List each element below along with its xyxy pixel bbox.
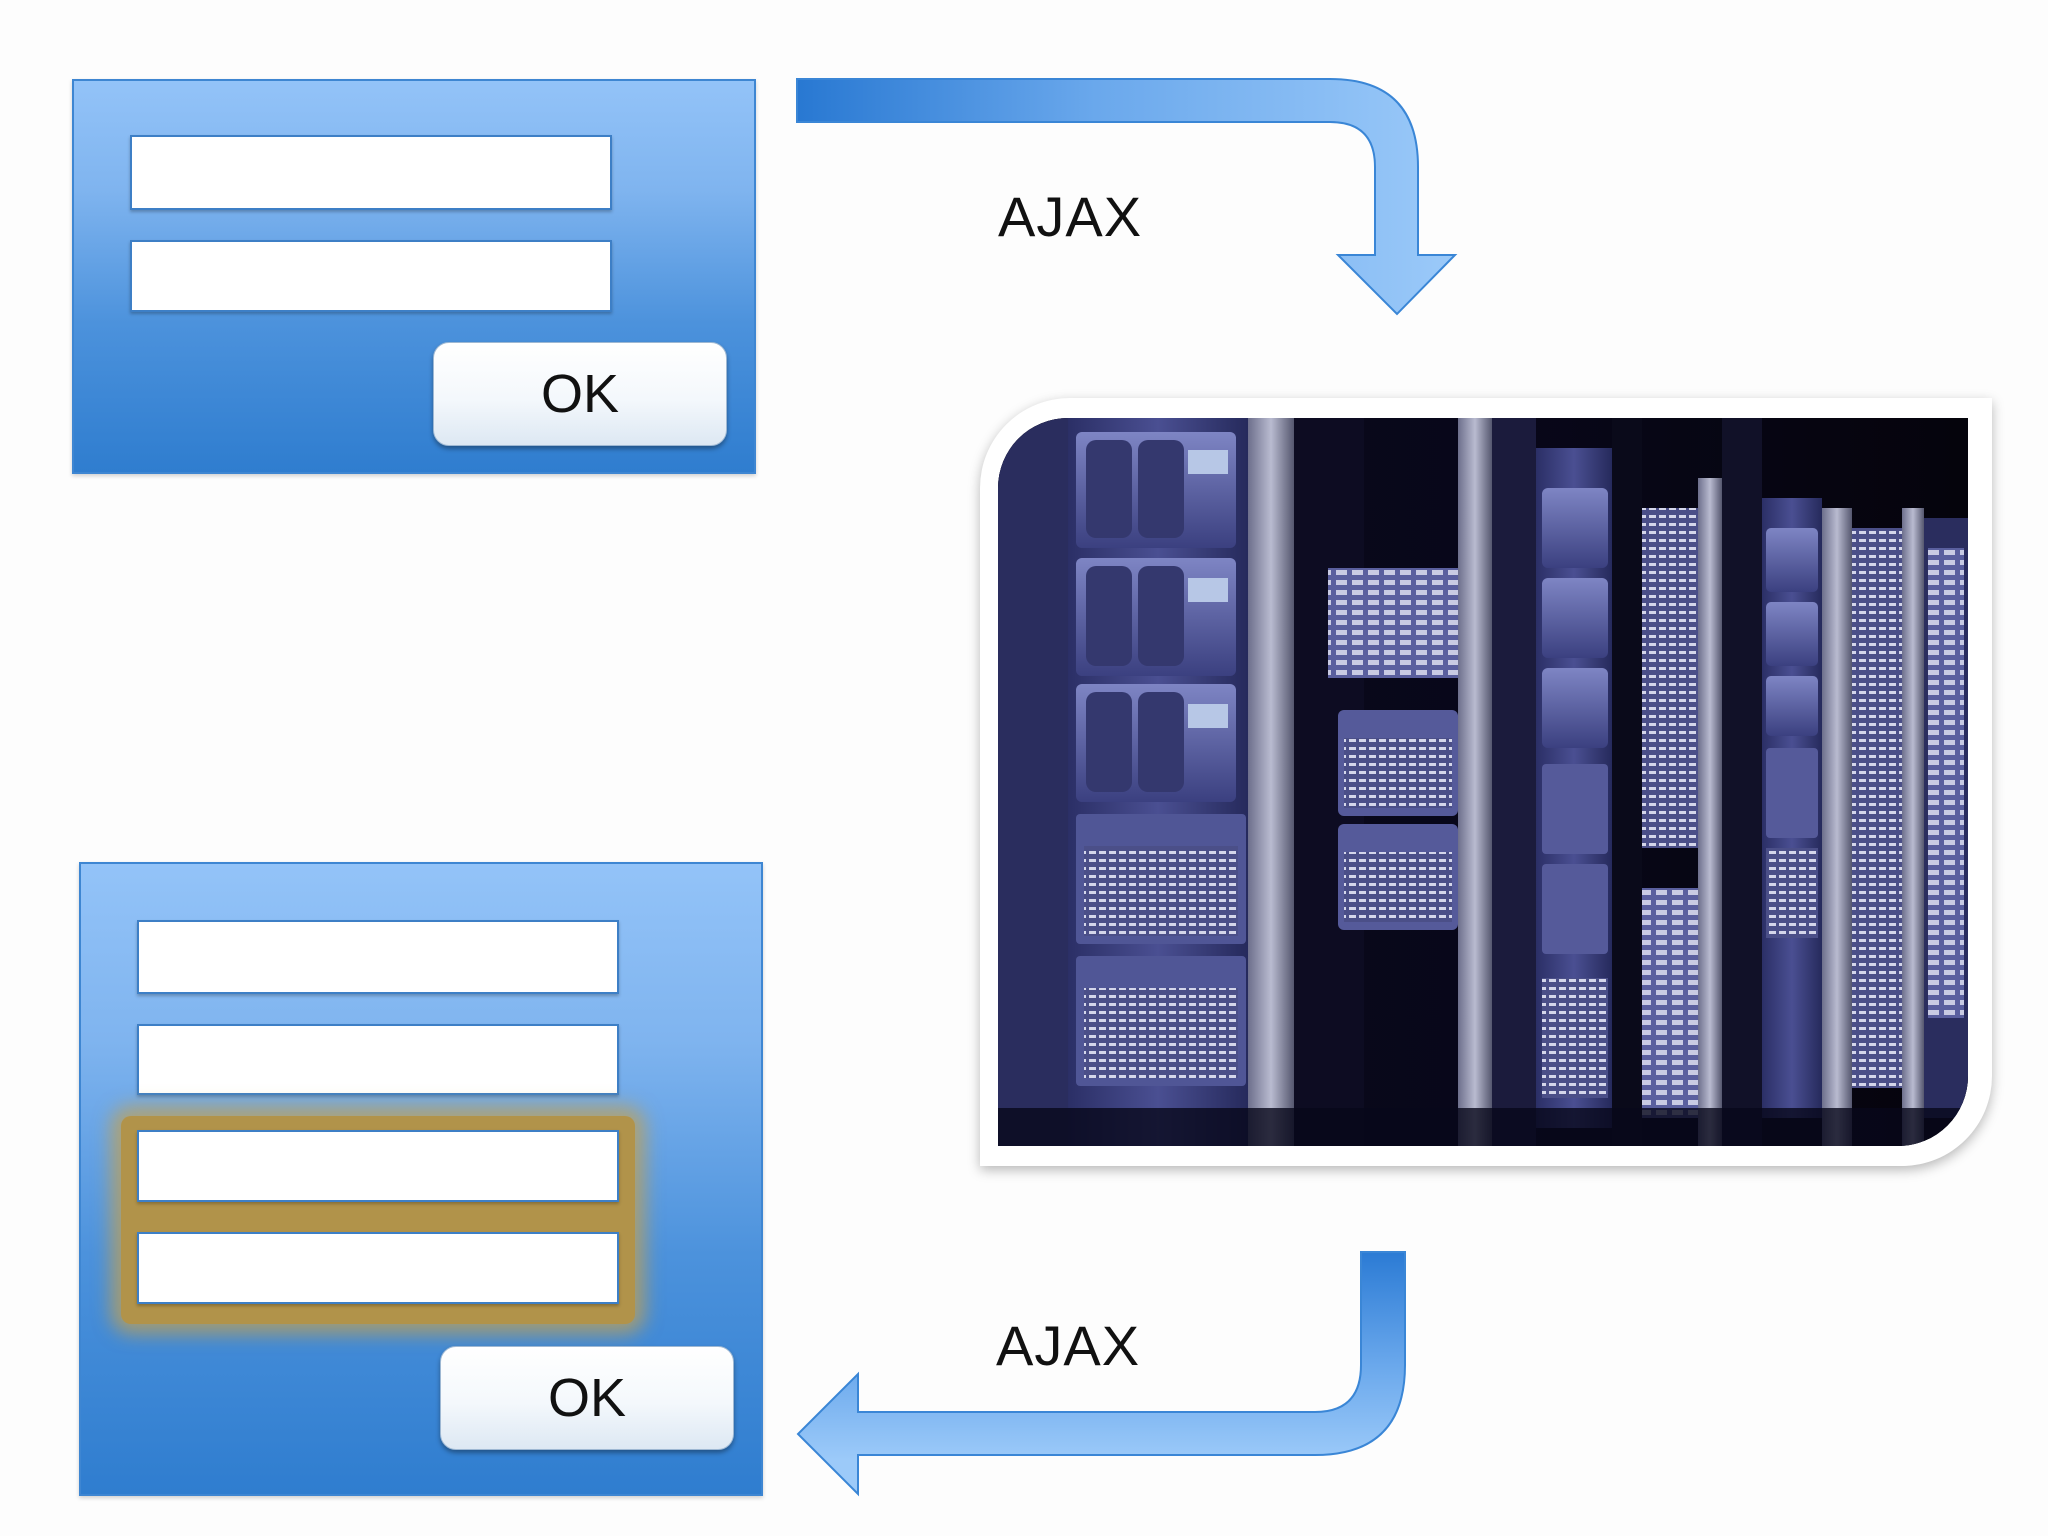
text-field-3-new[interactable] [137, 1130, 619, 1202]
server-photo-frame [980, 398, 1992, 1166]
text-field-2[interactable] [130, 240, 612, 312]
response-arrow-label: AJAX [996, 1314, 1141, 1377]
text-field-1[interactable] [130, 135, 612, 210]
text-field-4-new[interactable] [137, 1232, 619, 1304]
form-panel-original: OK [72, 79, 756, 474]
server-rack-photo [998, 418, 1968, 1146]
form-panel-updated: OK [79, 862, 763, 1496]
server-rack-icon [998, 418, 1968, 1146]
request-arrow-label: AJAX [998, 185, 1143, 248]
text-field-2[interactable] [137, 1024, 619, 1095]
ok-button[interactable]: OK [433, 342, 727, 446]
ok-button[interactable]: OK [440, 1346, 734, 1450]
text-field-1[interactable] [137, 920, 619, 994]
